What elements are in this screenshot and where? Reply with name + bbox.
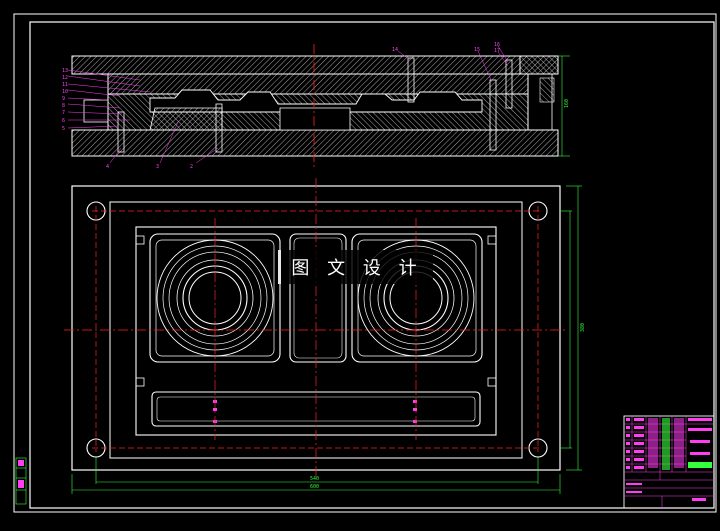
section-height-dim: 160 bbox=[564, 99, 570, 108]
part-label: 10 bbox=[62, 89, 68, 95]
plan-height-dim: 380 bbox=[580, 323, 586, 332]
part-label: 11 bbox=[62, 82, 68, 88]
part-label: 14 bbox=[392, 47, 398, 53]
plan-centerlines bbox=[64, 178, 568, 478]
part-label: 12 bbox=[62, 75, 68, 81]
top-leaders bbox=[397, 45, 509, 83]
slot-pin-markers bbox=[213, 400, 417, 423]
part-label: 3 bbox=[156, 164, 159, 170]
sheet-outer-border bbox=[13, 13, 717, 513]
left-part-labels: 13 12 11 10 9 8 7 6 5 bbox=[62, 68, 68, 132]
part-label: 7 bbox=[62, 110, 65, 116]
part-label: 4 bbox=[106, 164, 109, 170]
bottom-leaders bbox=[109, 121, 219, 164]
part-label: 2 bbox=[190, 164, 193, 170]
part-label: 8 bbox=[62, 103, 65, 109]
part-label: 16 bbox=[494, 42, 500, 48]
sheet-inner-border bbox=[29, 21, 715, 509]
section-view: 160 bbox=[71, 44, 570, 168]
plan-width-dim: 600 bbox=[310, 484, 319, 490]
part-label: 5 bbox=[62, 126, 65, 132]
part-label: 6 bbox=[62, 118, 65, 124]
left-leaders bbox=[67, 69, 151, 129]
plan-inner-width-dim: 540 bbox=[310, 476, 319, 482]
watermark-banner: 图 文 设 计 bbox=[278, 250, 433, 284]
part-label: 9 bbox=[62, 96, 65, 102]
left-edge-marker bbox=[15, 457, 27, 505]
watermark-text: 图 文 设 计 bbox=[291, 258, 423, 279]
part-label: 13 bbox=[62, 68, 68, 74]
title-block bbox=[623, 415, 715, 509]
part-label: 17 bbox=[494, 48, 500, 54]
plan-dimensions bbox=[71, 185, 582, 494]
part-label: 15 bbox=[474, 47, 480, 53]
